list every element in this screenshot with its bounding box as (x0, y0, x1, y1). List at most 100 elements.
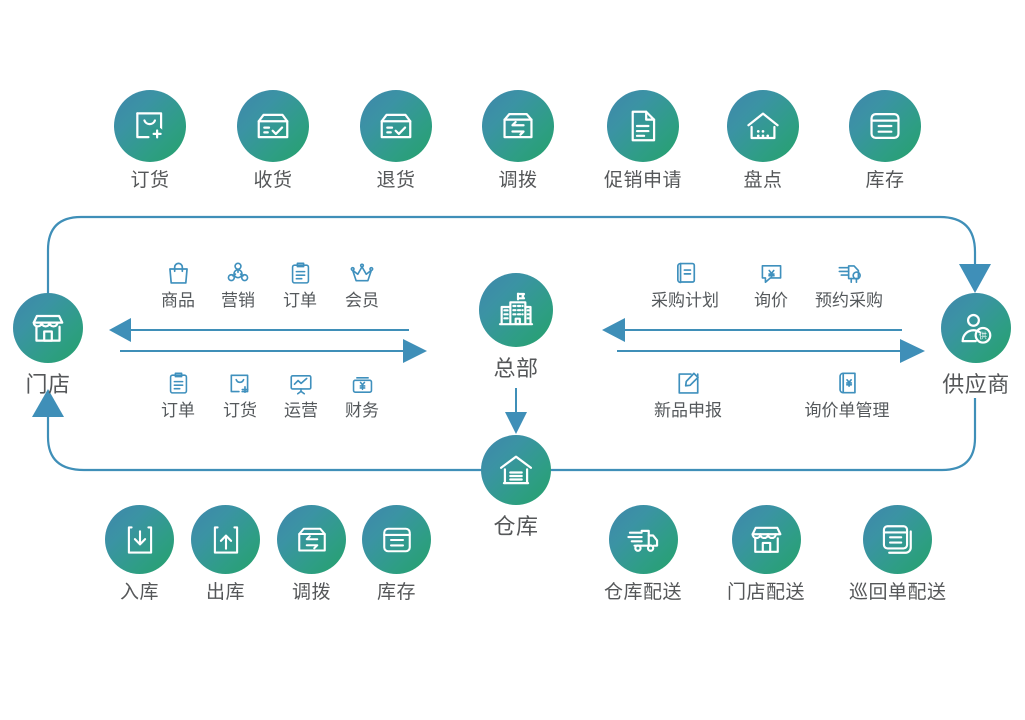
order-bag-plus-icon (227, 363, 253, 397)
feature-store-hq-lower-0[interactable]: 订单 (133, 363, 223, 421)
feature-label: 商品 (161, 291, 195, 310)
feature-label: 订单 (161, 401, 195, 420)
feature-store-hq-upper-0[interactable]: 商品 (133, 253, 223, 311)
order-bag-plus-icon (114, 90, 186, 162)
stocktake-house-icon (727, 90, 799, 162)
svg-text:供: 供 (979, 330, 987, 340)
bottom-right-node-2[interactable]: 巡回单配送 (849, 505, 947, 604)
operations-chart-icon (287, 363, 315, 397)
node-headquarters[interactable]: 总部 (479, 273, 553, 381)
feature-hq-supplier-upper-0[interactable]: 采购计划 (620, 253, 750, 311)
new-product-pencil-icon (675, 363, 702, 397)
top-node-label: 订货 (130, 170, 170, 191)
node-supplier[interactable]: 供 供应商 (941, 293, 1011, 397)
bottom-left-node-0[interactable]: 入库 (105, 505, 174, 604)
scheduled-purchase-icon (835, 253, 864, 287)
return-box-check-icon (360, 90, 432, 162)
warehouse-icon (481, 435, 551, 505)
marketing-group-icon (224, 253, 252, 287)
outbound-arrow-up-icon (191, 505, 260, 574)
feature-store-hq-upper-2[interactable]: 订单 (255, 253, 345, 311)
feature-hq-supplier-upper-2[interactable]: 预约采购 (784, 253, 914, 311)
node-store[interactable]: 门店 (13, 293, 83, 397)
document-lines-icon (607, 90, 679, 162)
bottom-left-label: 库存 (376, 582, 416, 603)
inventory-box-icon (849, 90, 921, 162)
storefront-icon (731, 505, 801, 574)
bottom-left-node-2[interactable]: 调拨 (277, 505, 346, 604)
crown-member-icon (348, 253, 376, 287)
top-node-0[interactable]: 订货 (114, 90, 186, 192)
inventory-box-icon (362, 505, 431, 574)
price-inquiry-yen-icon (758, 253, 785, 287)
storefront-icon (13, 293, 83, 363)
finance-yen-icon (349, 363, 376, 397)
bottom-right-node-0[interactable]: 仓库配送 (604, 505, 682, 604)
feature-label: 营销 (221, 291, 255, 310)
feature-store-hq-lower-1[interactable]: 订货 (195, 363, 285, 421)
arrow-hq-supplier-right (617, 339, 925, 363)
top-node-label: 库存 (865, 170, 905, 191)
top-node-2[interactable]: 退货 (360, 90, 432, 192)
feature-label: 询价 (754, 291, 788, 310)
bottom-right-label: 巡回单配送 (849, 582, 947, 603)
receive-box-check-icon (237, 90, 309, 162)
node-store-label: 门店 (25, 372, 71, 397)
arrow-supplier-hq-left (602, 318, 902, 342)
arrow-hq-to-warehouse (505, 388, 527, 434)
feature-store-hq-lower-2[interactable]: 运营 (256, 363, 346, 421)
bottom-right-node-1[interactable]: 门店配送 (727, 505, 805, 604)
inquiry-sheet-yen-icon (834, 363, 861, 397)
stacked-documents-icon (863, 505, 933, 574)
top-node-6[interactable]: 库存 (849, 90, 921, 192)
feature-hq-supplier-lower-1[interactable]: 询价单管理 (782, 363, 912, 421)
top-node-5[interactable]: 盘点 (727, 90, 799, 192)
feature-label: 订单 (283, 291, 317, 310)
purchase-plan-icon (672, 253, 699, 287)
feature-label: 预约采购 (815, 291, 883, 310)
transfer-box-arrows-icon (482, 90, 554, 162)
top-node-4[interactable]: 促销申请 (604, 90, 682, 192)
arrow-store-hq-left (109, 318, 409, 342)
bottom-right-label: 仓库配送 (604, 582, 683, 603)
bottom-left-label: 调拨 (291, 582, 331, 603)
bottom-right-label: 门店配送 (727, 582, 806, 603)
bottom-left-node-1[interactable]: 出库 (191, 505, 260, 604)
feature-label: 会员 (345, 291, 379, 310)
node-headquarters-label: 总部 (493, 356, 539, 381)
clipboard-order-icon (288, 253, 313, 287)
office-building-icon (479, 273, 553, 347)
bottom-left-label: 入库 (119, 582, 159, 603)
loop-arrow-to-supplier (959, 264, 991, 293)
node-warehouse-label: 仓库 (493, 514, 539, 539)
top-node-3[interactable]: 调拨 (482, 90, 554, 192)
transfer-box-arrows-icon (277, 505, 346, 574)
feature-label: 订货 (223, 401, 257, 420)
feature-store-hq-lower-3[interactable]: 财务 (317, 363, 407, 421)
top-node-1[interactable]: 收货 (237, 90, 309, 192)
shopping-bag-icon (165, 253, 192, 287)
top-node-label: 退货 (376, 170, 416, 191)
top-node-label: 盘点 (743, 170, 783, 191)
feature-label: 新品申报 (654, 401, 722, 420)
top-node-label: 促销申请 (604, 170, 683, 191)
clipboard-order-icon (166, 363, 191, 397)
feature-label: 采购计划 (651, 291, 719, 310)
node-supplier-label: 供应商 (942, 372, 1010, 397)
feature-hq-supplier-upper-1[interactable]: 询价 (726, 253, 816, 311)
delivery-truck-icon (608, 505, 678, 574)
feature-label: 财务 (345, 401, 379, 420)
supplier-person-icon: 供 (941, 293, 1011, 363)
node-warehouse[interactable]: 仓库 (481, 435, 551, 539)
top-node-label: 调拨 (498, 170, 538, 191)
feature-store-hq-upper-3[interactable]: 会员 (317, 253, 407, 311)
bottom-left-node-3[interactable]: 库存 (362, 505, 431, 604)
inbound-arrow-down-icon (105, 505, 174, 574)
feature-label: 运营 (284, 401, 318, 420)
feature-label: 询价单管理 (804, 401, 890, 420)
arrow-hq-store-right (120, 339, 427, 363)
top-node-label: 收货 (253, 170, 293, 191)
feature-hq-supplier-lower-0[interactable]: 新品申报 (623, 363, 753, 421)
feature-store-hq-upper-1[interactable]: 营销 (193, 253, 283, 311)
